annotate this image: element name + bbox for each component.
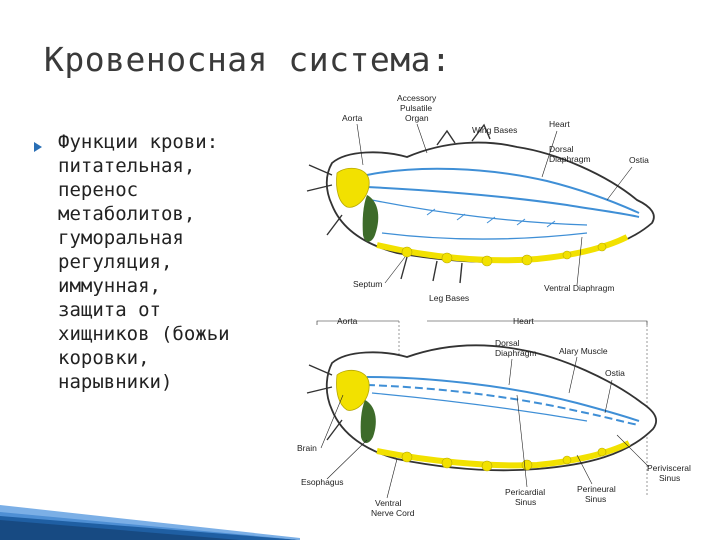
top-insect <box>306 123 655 284</box>
label-top-aorta: Aorta <box>342 113 363 123</box>
bullet-line: коровки, <box>58 347 150 369</box>
bullet-line: метаболитов, <box>58 203 196 225</box>
label-top-accessory-3: Organ <box>405 113 429 123</box>
decorative-stripes <box>0 505 300 540</box>
label-top-dorsal-2: Diaphragm <box>549 154 591 164</box>
label-bottom-ventral-2: Nerve Cord <box>371 508 415 518</box>
bullet-line: хищников (божьи <box>58 323 230 345</box>
slide-title: Кровеносная система: <box>44 40 452 79</box>
bullet-line: иммунная, <box>58 275 161 297</box>
label-bottom-ventral-1: Ventral <box>375 498 402 508</box>
label-bottom-dorsal-1: Dorsal <box>495 338 520 348</box>
label-top-dorsal-1: Dorsal <box>549 144 574 154</box>
bullet-line: регуляция, <box>58 251 173 273</box>
label-top-accessory-2: Pulsatile <box>400 103 432 113</box>
diagram-svg: Aorta Accessory Pulsatile Organ Wing Bas… <box>297 95 691 518</box>
label-bottom-pericardial-2: Sinus <box>515 497 536 507</box>
label-bottom-ostia: Ostia <box>605 368 625 378</box>
label-bottom-perineural-1: Perineural <box>577 484 616 494</box>
bullet-line: нарывники) <box>58 371 173 393</box>
label-bottom-brain: Brain <box>297 443 317 453</box>
label-bottom-dorsal-2: Diaphragm <box>495 348 537 358</box>
bullet-arrow-icon <box>34 142 42 152</box>
label-bottom-alary-muscle: Alary Muscle <box>559 346 608 356</box>
bullet-line: гуморальная <box>58 227 184 249</box>
label-top-accessory-1: Accessory <box>397 95 437 103</box>
insect-circulation-diagram: Aorta Accessory Pulsatile Organ Wing Bas… <box>287 95 700 530</box>
bullet-line: перенос <box>58 179 139 201</box>
label-top-heart: Heart <box>549 119 570 129</box>
label-top-leg-bases: Leg Bases <box>429 293 469 303</box>
bullet-text: Функции крови: питательная, перенос мета… <box>58 130 288 394</box>
label-bottom-aorta: Aorta <box>337 316 358 326</box>
label-top-ventral-diaphragm: Ventral Diaphragm <box>544 283 614 293</box>
label-top-wing-bases: Wing Bases <box>472 125 517 135</box>
label-bottom-esophagus: Esophagus <box>301 477 344 487</box>
label-bottom-perivisceral-2: Sinus <box>659 473 680 483</box>
label-top-ostia: Ostia <box>629 155 649 165</box>
bullet-line: питательная, <box>58 155 196 177</box>
bottom-insect <box>306 320 658 495</box>
bullet-line: защита от <box>58 299 161 321</box>
label-bottom-perineural-2: Sinus <box>585 494 606 504</box>
label-bottom-perivisceral-1: Perivisceral <box>647 463 691 473</box>
bullet-line: Функции крови: <box>58 131 219 153</box>
label-bottom-heart: Heart <box>513 316 534 326</box>
label-top-septum: Septum <box>353 279 382 289</box>
label-bottom-pericardial-1: Pericardial <box>505 487 545 497</box>
